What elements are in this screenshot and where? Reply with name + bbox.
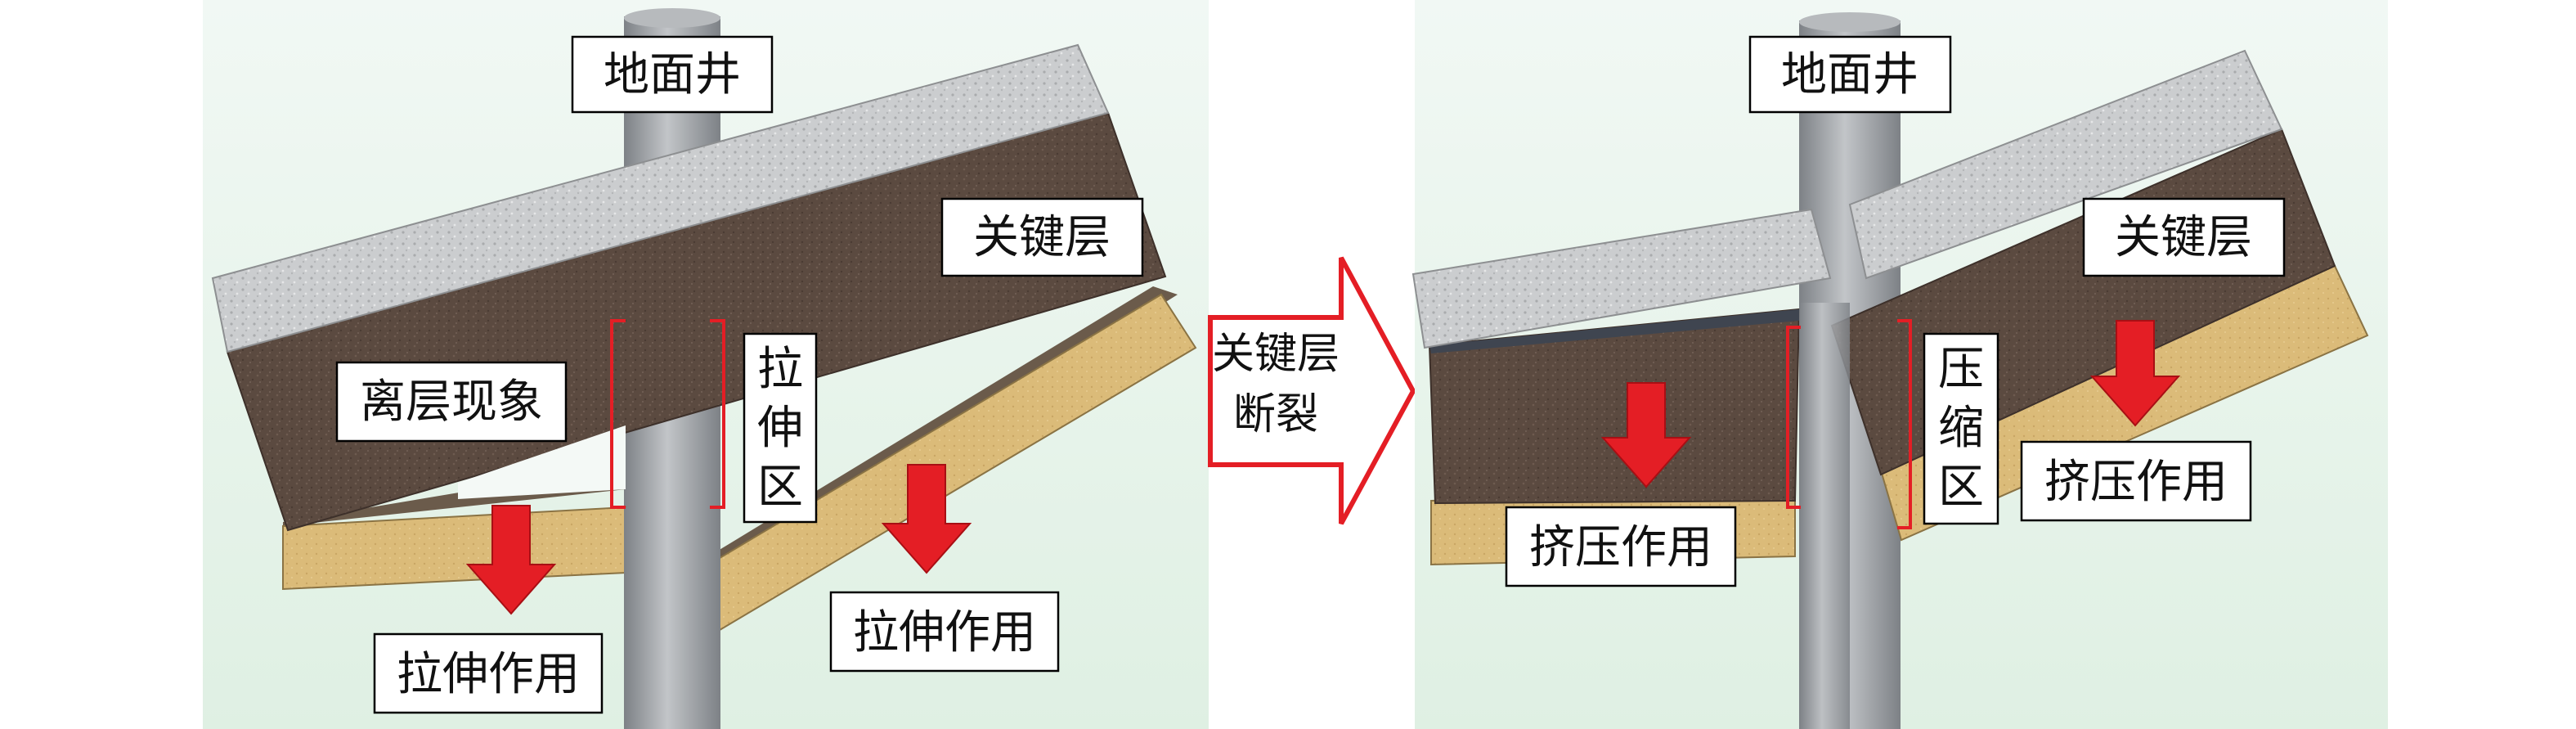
svg-text:关键层: 关键层 xyxy=(973,211,1111,264)
well-label-right: 地面井 xyxy=(1748,35,1952,114)
tension-zone-label: 拉 伸 区 xyxy=(743,332,818,524)
svg-text:缩: 缩 xyxy=(1938,402,1984,455)
svg-text:拉伸作用: 拉伸作用 xyxy=(853,606,1036,659)
svg-text:挤压作用: 挤压作用 xyxy=(2044,456,2228,509)
surface-well-top-right xyxy=(1799,12,1901,32)
surface-well-front-right xyxy=(1799,303,1850,729)
tension-zone-bracket-left xyxy=(610,319,626,509)
well-label-left: 地面井 xyxy=(571,35,774,114)
squeeze-arrow-right-icon xyxy=(2089,320,2181,427)
key-stratum-left-block xyxy=(1428,308,1801,505)
separation-gap xyxy=(458,425,626,499)
svg-text:拉: 拉 xyxy=(757,343,803,396)
svg-text:伸: 伸 xyxy=(757,402,803,455)
transition-arrow-icon xyxy=(1208,256,1416,525)
transition-line1: 关键层 xyxy=(1212,330,1340,379)
compression-zone-label: 压 缩 区 xyxy=(1923,332,1999,525)
key-stratum-label-right: 关键层 xyxy=(2082,197,2286,277)
surface-stratum-right-block xyxy=(1848,49,2283,280)
svg-text:挤压作用: 挤压作用 xyxy=(1529,521,1712,574)
compression-zone-bracket-right xyxy=(1897,319,1912,529)
surface-well-top xyxy=(624,8,720,28)
svg-text:关键层: 关键层 xyxy=(2115,211,2252,264)
tension-zone-bracket-right xyxy=(710,319,725,509)
left-panel: 地面井 关键层 离层现象 拉 伸 区 拉伸作用 拉伸作用 xyxy=(203,0,1209,729)
svg-text:地面井: 地面井 xyxy=(1781,48,1919,101)
svg-text:压: 压 xyxy=(1938,343,1984,396)
transition-line2: 断裂 xyxy=(1233,390,1318,439)
tension-action-label-left: 拉伸作用 xyxy=(373,632,604,714)
surface-well-lower xyxy=(624,507,720,729)
svg-text:离层现象: 离层现象 xyxy=(360,376,543,429)
key-stratum-label-left: 关键层 xyxy=(940,197,1144,277)
key-stratum-left-block-top xyxy=(1429,309,1799,353)
tension-arrow-right-icon xyxy=(881,464,972,574)
svg-text:拉伸作用: 拉伸作用 xyxy=(397,648,580,701)
right-panel: 地面井 关键层 压 缩 区 挤压作用 挤压作用 xyxy=(1411,0,2388,729)
squeeze-arrow-left-icon xyxy=(1600,382,1692,488)
squeeze-action-label-left: 挤压作用 xyxy=(1505,506,1737,587)
surface-stratum-left-block xyxy=(1411,208,1832,349)
svg-text:地面井: 地面井 xyxy=(604,48,741,101)
tension-arrow-left-icon xyxy=(465,505,557,615)
svg-text:区: 区 xyxy=(1938,461,1984,514)
surface-stratum-block xyxy=(211,43,1110,353)
transition-arrow: 关键层 断裂 xyxy=(1208,256,1416,525)
tension-action-label-right: 拉伸作用 xyxy=(829,591,1060,673)
svg-text:区: 区 xyxy=(757,461,803,514)
squeeze-action-label-right: 挤压作用 xyxy=(2020,440,2252,522)
compression-zone-bracket-left xyxy=(1786,326,1801,509)
separation-label: 离层现象 xyxy=(335,361,568,443)
